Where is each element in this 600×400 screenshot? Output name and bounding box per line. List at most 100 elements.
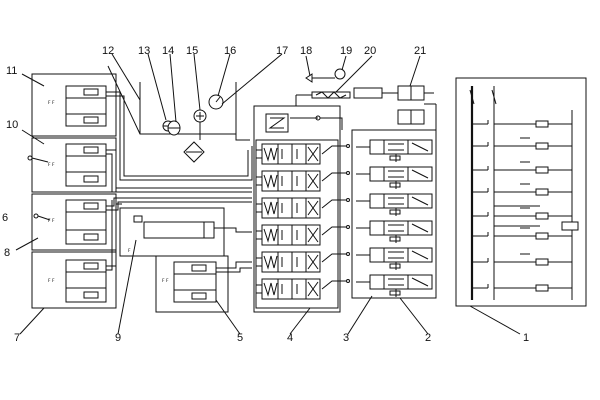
- output-relay: [561, 221, 579, 231]
- callout-12: 12: [102, 45, 114, 57]
- solenoid-rows: [356, 139, 433, 297]
- solenoid-valve: [356, 274, 433, 297]
- cylinder-block-9: F: [119, 207, 225, 257]
- relay-coil: [535, 142, 549, 150]
- valve-module: [256, 170, 350, 192]
- callout-1: 1: [523, 332, 529, 344]
- ladder-rung: [472, 183, 572, 196]
- relay-coil: [535, 188, 549, 196]
- ladder-rung: [472, 284, 572, 292]
- callout-15: 15: [186, 45, 198, 57]
- signal-line: [321, 172, 346, 182]
- contact: [487, 166, 495, 174]
- relay-coil: [535, 258, 549, 266]
- callout-16: 16: [224, 45, 236, 57]
- callout-leaders: [15, 53, 521, 335]
- contact: [487, 142, 495, 150]
- callout-4: 4: [287, 332, 293, 344]
- callout-13: 13: [138, 45, 150, 57]
- actuator-frame-10: F F: [27, 137, 117, 193]
- relay-coil: [535, 120, 549, 128]
- valve-left: [383, 139, 409, 155]
- solenoid-valve: [356, 166, 433, 189]
- callout-11: 11: [6, 65, 17, 77]
- svg-text:F: F: [128, 248, 131, 254]
- air-supply: [296, 68, 434, 125]
- valve-left: [383, 247, 409, 263]
- callout-2: 2: [425, 332, 431, 344]
- callout-17: 17: [276, 45, 288, 57]
- valve-left: [383, 220, 409, 236]
- relay-coil: [535, 232, 549, 240]
- cylinder-tag: F F: [48, 162, 55, 168]
- cylinder-tag: F F: [48, 278, 55, 284]
- tank-assembly: [107, 65, 237, 163]
- coil: [369, 247, 385, 263]
- valve-module: [256, 197, 350, 219]
- solenoid-valve: [356, 139, 433, 162]
- solenoid-valve: [356, 193, 433, 216]
- ladder-rungs: [472, 110, 579, 300]
- spring-symbol: [263, 255, 278, 270]
- callout-labels: 1 2 3 4 5 6 7 8 9 10 11 12 13 14 15 16 1…: [2, 45, 529, 344]
- solenoid-stack: [351, 103, 437, 299]
- signal-line: [321, 280, 346, 290]
- cylinder-tag: F F: [48, 100, 55, 106]
- callout-14: 14: [162, 45, 174, 57]
- coil: [369, 274, 385, 290]
- ladder-rung: [472, 120, 572, 128]
- valve-module: [256, 224, 350, 246]
- svg-text:F F: F F: [162, 278, 169, 284]
- contact: [487, 284, 495, 292]
- solenoid-valve: [356, 220, 433, 243]
- coil: [369, 193, 385, 209]
- callout-19: 19: [340, 45, 352, 57]
- callout-6: 6: [2, 212, 8, 224]
- spring-symbol: [263, 228, 278, 243]
- actuator-frame-11: F F: [31, 73, 117, 137]
- relay-coil: [535, 212, 549, 220]
- callout-10: 10: [6, 119, 18, 131]
- signal-line: [321, 199, 346, 209]
- valve-panel-4: [253, 105, 341, 313]
- pipe-network: [106, 91, 343, 273]
- ladder-rung: [472, 207, 572, 220]
- callout-3: 3: [343, 332, 349, 344]
- gauge-19: [334, 68, 346, 80]
- ladder-rung: [472, 137, 572, 150]
- actuator-frame-5: F F: [155, 255, 229, 313]
- contact: [487, 188, 495, 196]
- relay-coil: [535, 166, 549, 174]
- contact: [487, 120, 495, 128]
- coil: [369, 166, 385, 182]
- ladder-rung: [472, 161, 572, 174]
- valve-module: [256, 143, 350, 165]
- callout-18: 18: [300, 45, 312, 57]
- contact: [487, 232, 495, 240]
- spring-symbol: [263, 147, 278, 162]
- callout-9: 9: [115, 332, 121, 344]
- ladder-rung: [472, 253, 572, 266]
- coil: [369, 220, 385, 236]
- valve-module: [256, 251, 350, 273]
- spring-symbol: [263, 174, 278, 189]
- cylinder-tag: F F: [48, 218, 55, 224]
- spring-symbol: [263, 282, 278, 297]
- valve-left: [383, 166, 409, 182]
- callout-7: 7: [14, 332, 20, 344]
- callout-21: 21: [414, 45, 426, 57]
- callout-5: 5: [237, 332, 243, 344]
- valve-left: [383, 274, 409, 290]
- callout-8: 8: [4, 247, 10, 259]
- valve-module: [256, 278, 350, 300]
- valve-module-rows: [256, 143, 350, 300]
- valve-left: [383, 193, 409, 209]
- signal-line: [321, 145, 346, 155]
- coil: [369, 139, 385, 155]
- contact: [487, 258, 495, 266]
- solenoid-valve: [356, 247, 433, 270]
- spring-symbol: [263, 201, 278, 216]
- relay-coil: [535, 284, 549, 292]
- signal-line: [321, 253, 346, 263]
